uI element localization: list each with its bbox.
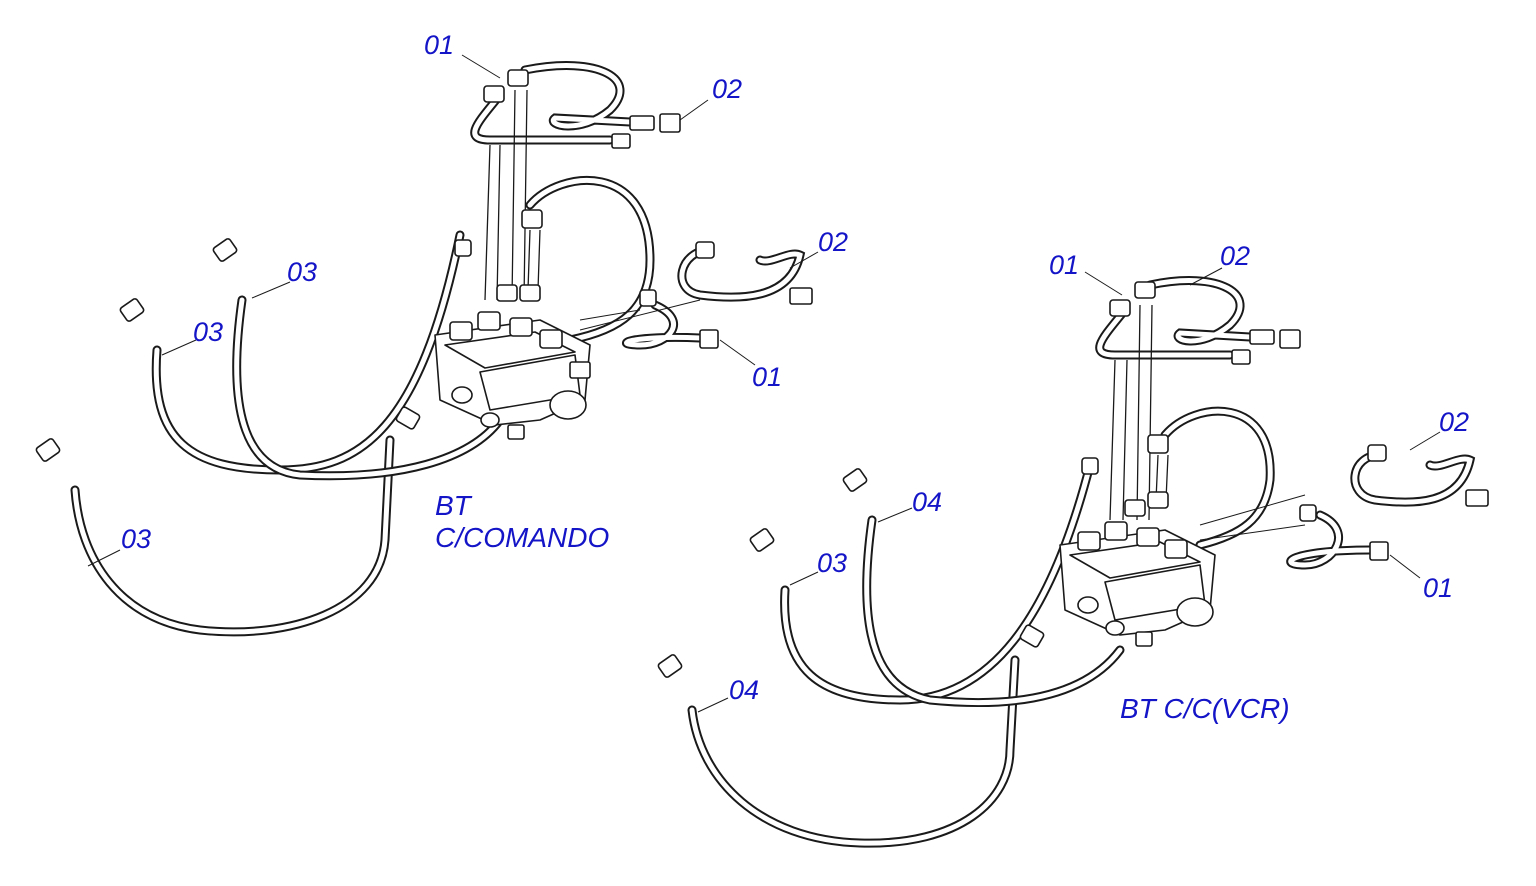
hose-01-right-left: [622, 300, 705, 350]
assembly-title-right: BT C/C(VCR): [1120, 693, 1290, 725]
leaders-left: [87, 54, 819, 567]
hose-04-upper-right: [862, 515, 1125, 707]
callout-01-top-right: 01: [1049, 250, 1080, 280]
hose-03-upper-left: [232, 295, 505, 481]
hose-03-long-left: [70, 435, 395, 637]
callout-03-middle-right: 03: [817, 548, 848, 578]
assembly-right: [657, 267, 1489, 848]
callout-01-mid-left: 01: [752, 362, 783, 392]
assembly-left: [35, 54, 819, 637]
hose-04-long-right: [687, 655, 1020, 848]
callout-03-middle-left: 03: [193, 317, 224, 347]
callout-04-lower-right: 04: [729, 675, 760, 705]
callout-02-top-right: 02: [1220, 241, 1251, 271]
callout-03-lower-left: 03: [121, 524, 152, 554]
callout-04-upper-right: 04: [912, 487, 943, 517]
assembly-title-left-line-2: C/COMANDO: [435, 521, 610, 553]
callout-02-mid-right: 02: [1439, 407, 1470, 437]
callout-01-mid-right: 01: [1423, 573, 1454, 603]
hose-loop-center-right: [1160, 406, 1275, 550]
assembly-title-left: BT C/COMANDO: [435, 490, 609, 554]
assembly-title-left-line-1: BT: [435, 490, 471, 521]
hose-top-pair-left: [470, 61, 635, 145]
fittings-left: [35, 69, 813, 462]
callout-02-top-left: 02: [712, 74, 743, 104]
hose-top-pair-right: [1095, 276, 1255, 360]
control-valve-right: [1059, 491, 1216, 647]
assembly-title-right-line-1: BT C/C(VCR): [1120, 693, 1290, 724]
callout-03-upper-left: 03: [287, 257, 318, 287]
callout-01-top-left: 01: [424, 30, 455, 60]
hose-02-right-right: [1350, 450, 1476, 507]
leaders-right: [697, 267, 1441, 713]
callout-02-mid-left: 02: [818, 227, 849, 257]
hose-loop-center-left: [525, 176, 655, 345]
control-valve-left: [434, 284, 591, 440]
hose-02-right-left: [677, 245, 806, 302]
hose-01-right-right: [1286, 510, 1375, 570]
fittings-right: [657, 281, 1489, 678]
